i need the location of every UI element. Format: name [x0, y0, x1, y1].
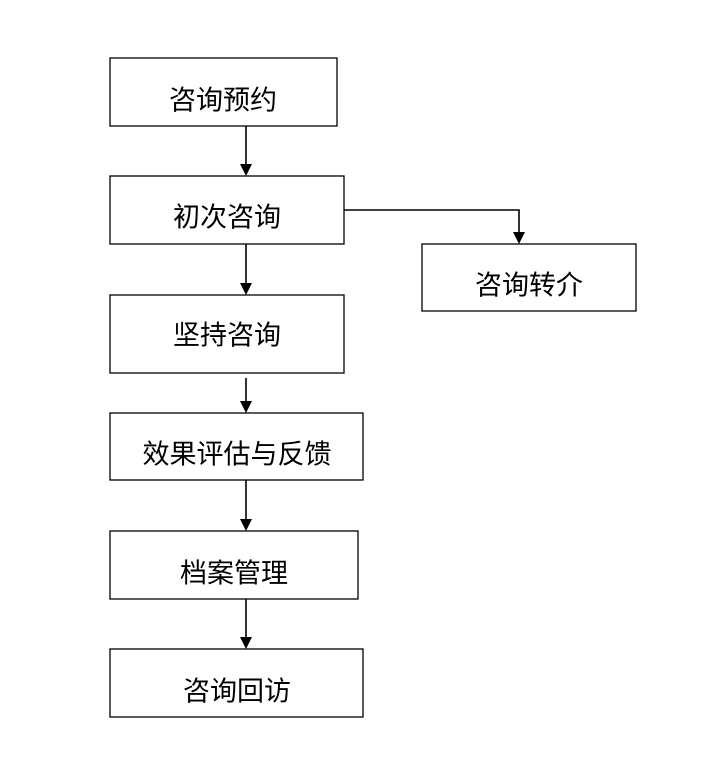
node-continued-consultation: 坚持咨询: [109, 294, 345, 374]
node-evaluation-feedback-box: [109, 412, 364, 481]
node-archive-management-box: [109, 530, 359, 600]
edge-evaluation-to-archive: [240, 480, 252, 531]
edge-first-to-continued-arrow-icon: [240, 283, 252, 295]
node-follow-up: 咨询回访: [109, 648, 364, 718]
node-referral-box: [421, 243, 637, 312]
node-appointment-label: 咨询预约: [169, 86, 277, 117]
node-follow-up-label: 咨询回访: [183, 677, 291, 708]
edge-first-to-continued: [240, 244, 252, 295]
edge-archive-to-follow-up-arrow-icon: [240, 637, 252, 649]
edge-first-to-referral-arrow-icon: [513, 232, 525, 244]
edge-first-to-referral: [344, 209, 525, 244]
node-first-consultation-box: [109, 175, 345, 245]
node-appointment-box: [109, 57, 338, 127]
node-continued-consultation-label: 坚持咨询: [173, 321, 281, 352]
edge-continued-to-evaluation-arrow-icon: [240, 401, 252, 413]
edge-appointment-to-first-arrow-icon: [240, 164, 252, 176]
node-continued-consultation-box: [109, 294, 345, 374]
node-archive-management-label: 档案管理: [180, 559, 288, 590]
edge-evaluation-to-archive-arrow-icon: [240, 519, 252, 531]
node-evaluation-feedback: 效果评估与反馈: [109, 412, 364, 481]
node-referral: 咨询转介: [421, 243, 637, 312]
node-first-consultation-label: 初次咨询: [173, 203, 281, 234]
node-archive-management: 档案管理: [109, 530, 359, 600]
node-follow-up-box: [109, 648, 364, 718]
edge-continued-to-evaluation: [240, 378, 252, 413]
edge-first-to-referral-line: [344, 209, 520, 233]
node-referral-label: 咨询转介: [475, 271, 583, 302]
node-appointment: 咨询预约: [109, 57, 338, 127]
node-first-consultation: 初次咨询: [109, 175, 345, 245]
node-evaluation-feedback-label: 效果评估与反馈: [143, 440, 332, 471]
edge-archive-to-follow-up: [240, 599, 252, 649]
edge-appointment-to-first: [240, 126, 252, 176]
